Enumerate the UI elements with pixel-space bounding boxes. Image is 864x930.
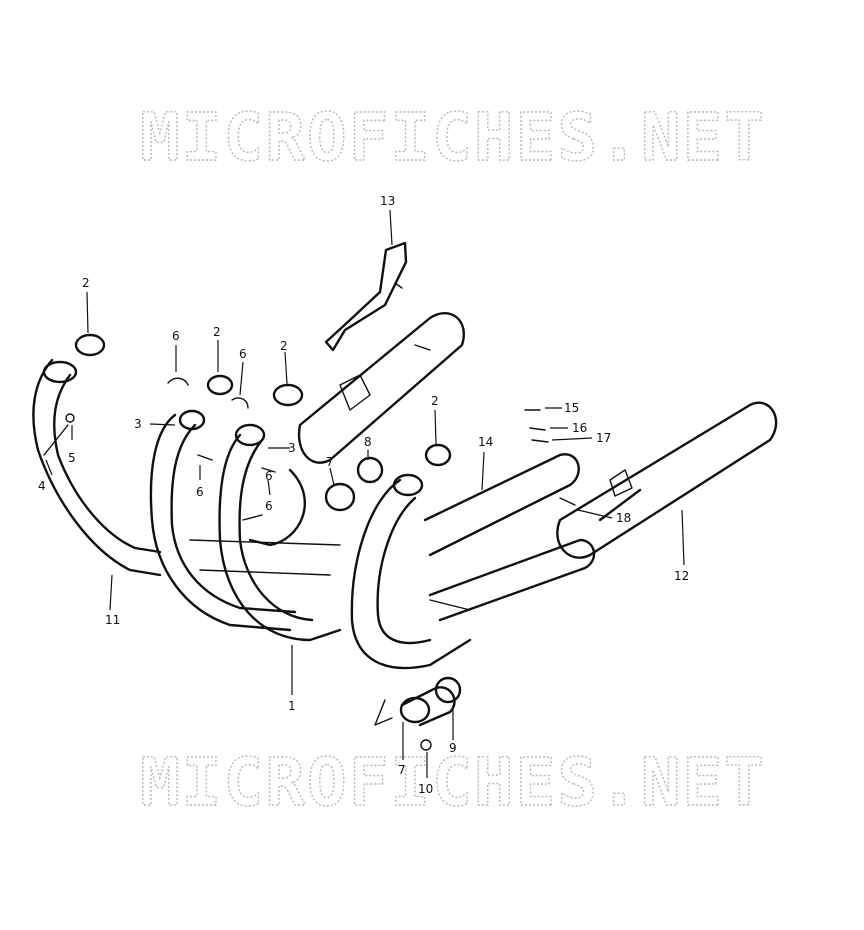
middle-header-pipes <box>149 409 342 642</box>
callout-7-upper: 7 <box>326 455 334 469</box>
callout-6-top-mid: 6 <box>239 347 247 361</box>
callout-17: 17 <box>596 431 611 445</box>
callout-14: 14 <box>478 435 493 449</box>
leader-lines <box>45 209 685 778</box>
lower-caps <box>374 676 462 751</box>
watermark-top: MICROFICHES.NET <box>140 99 766 176</box>
callout-9: 9 <box>449 741 457 755</box>
part-11-header-pipe <box>32 358 162 577</box>
part-13-bracket <box>324 241 408 352</box>
callout-12: 12 <box>674 569 689 583</box>
right-header-pipes <box>350 473 472 670</box>
callout-3-left: 3 <box>134 417 142 431</box>
callout-6-left-lower: 6 <box>196 485 204 499</box>
clamps-part-2 <box>74 333 452 467</box>
callout-7-lower: 7 <box>398 763 406 777</box>
callout-5: 5 <box>68 451 76 465</box>
part-12-muffler <box>556 401 778 559</box>
callout-10: 10 <box>418 782 433 796</box>
watermark-bottom: MICROFICHES.NET <box>140 744 766 821</box>
callout-6-mid: 6 <box>265 469 273 483</box>
callout-1: 1 <box>288 699 296 713</box>
callout-6-top-left: 6 <box>172 329 180 343</box>
callout-8: 8 <box>364 435 372 449</box>
callout-18: 18 <box>616 511 631 525</box>
callout-16: 16 <box>572 421 587 435</box>
callout-2-right: 2 <box>431 394 439 408</box>
callout-3-mid: 3 <box>288 441 296 455</box>
callout-11: 11 <box>105 613 120 627</box>
callout-labels: 2 6 2 6 2 3 3 4 5 6 6 6 7 8 2 11 1 13 14… <box>38 194 689 796</box>
part-14-joint-pipe <box>423 453 596 622</box>
callout-6-mid-lower: 6 <box>265 499 273 513</box>
callout-2-mid: 2 <box>280 339 288 353</box>
callout-15: 15 <box>564 401 579 415</box>
callout-13: 13 <box>380 194 395 208</box>
upper-caps <box>324 456 384 512</box>
left-muffler <box>248 312 465 547</box>
callout-4: 4 <box>38 479 46 493</box>
hardware-parts <box>43 377 576 521</box>
callout-2-top: 2 <box>82 276 90 290</box>
callout-2-mid-left: 2 <box>213 325 221 339</box>
